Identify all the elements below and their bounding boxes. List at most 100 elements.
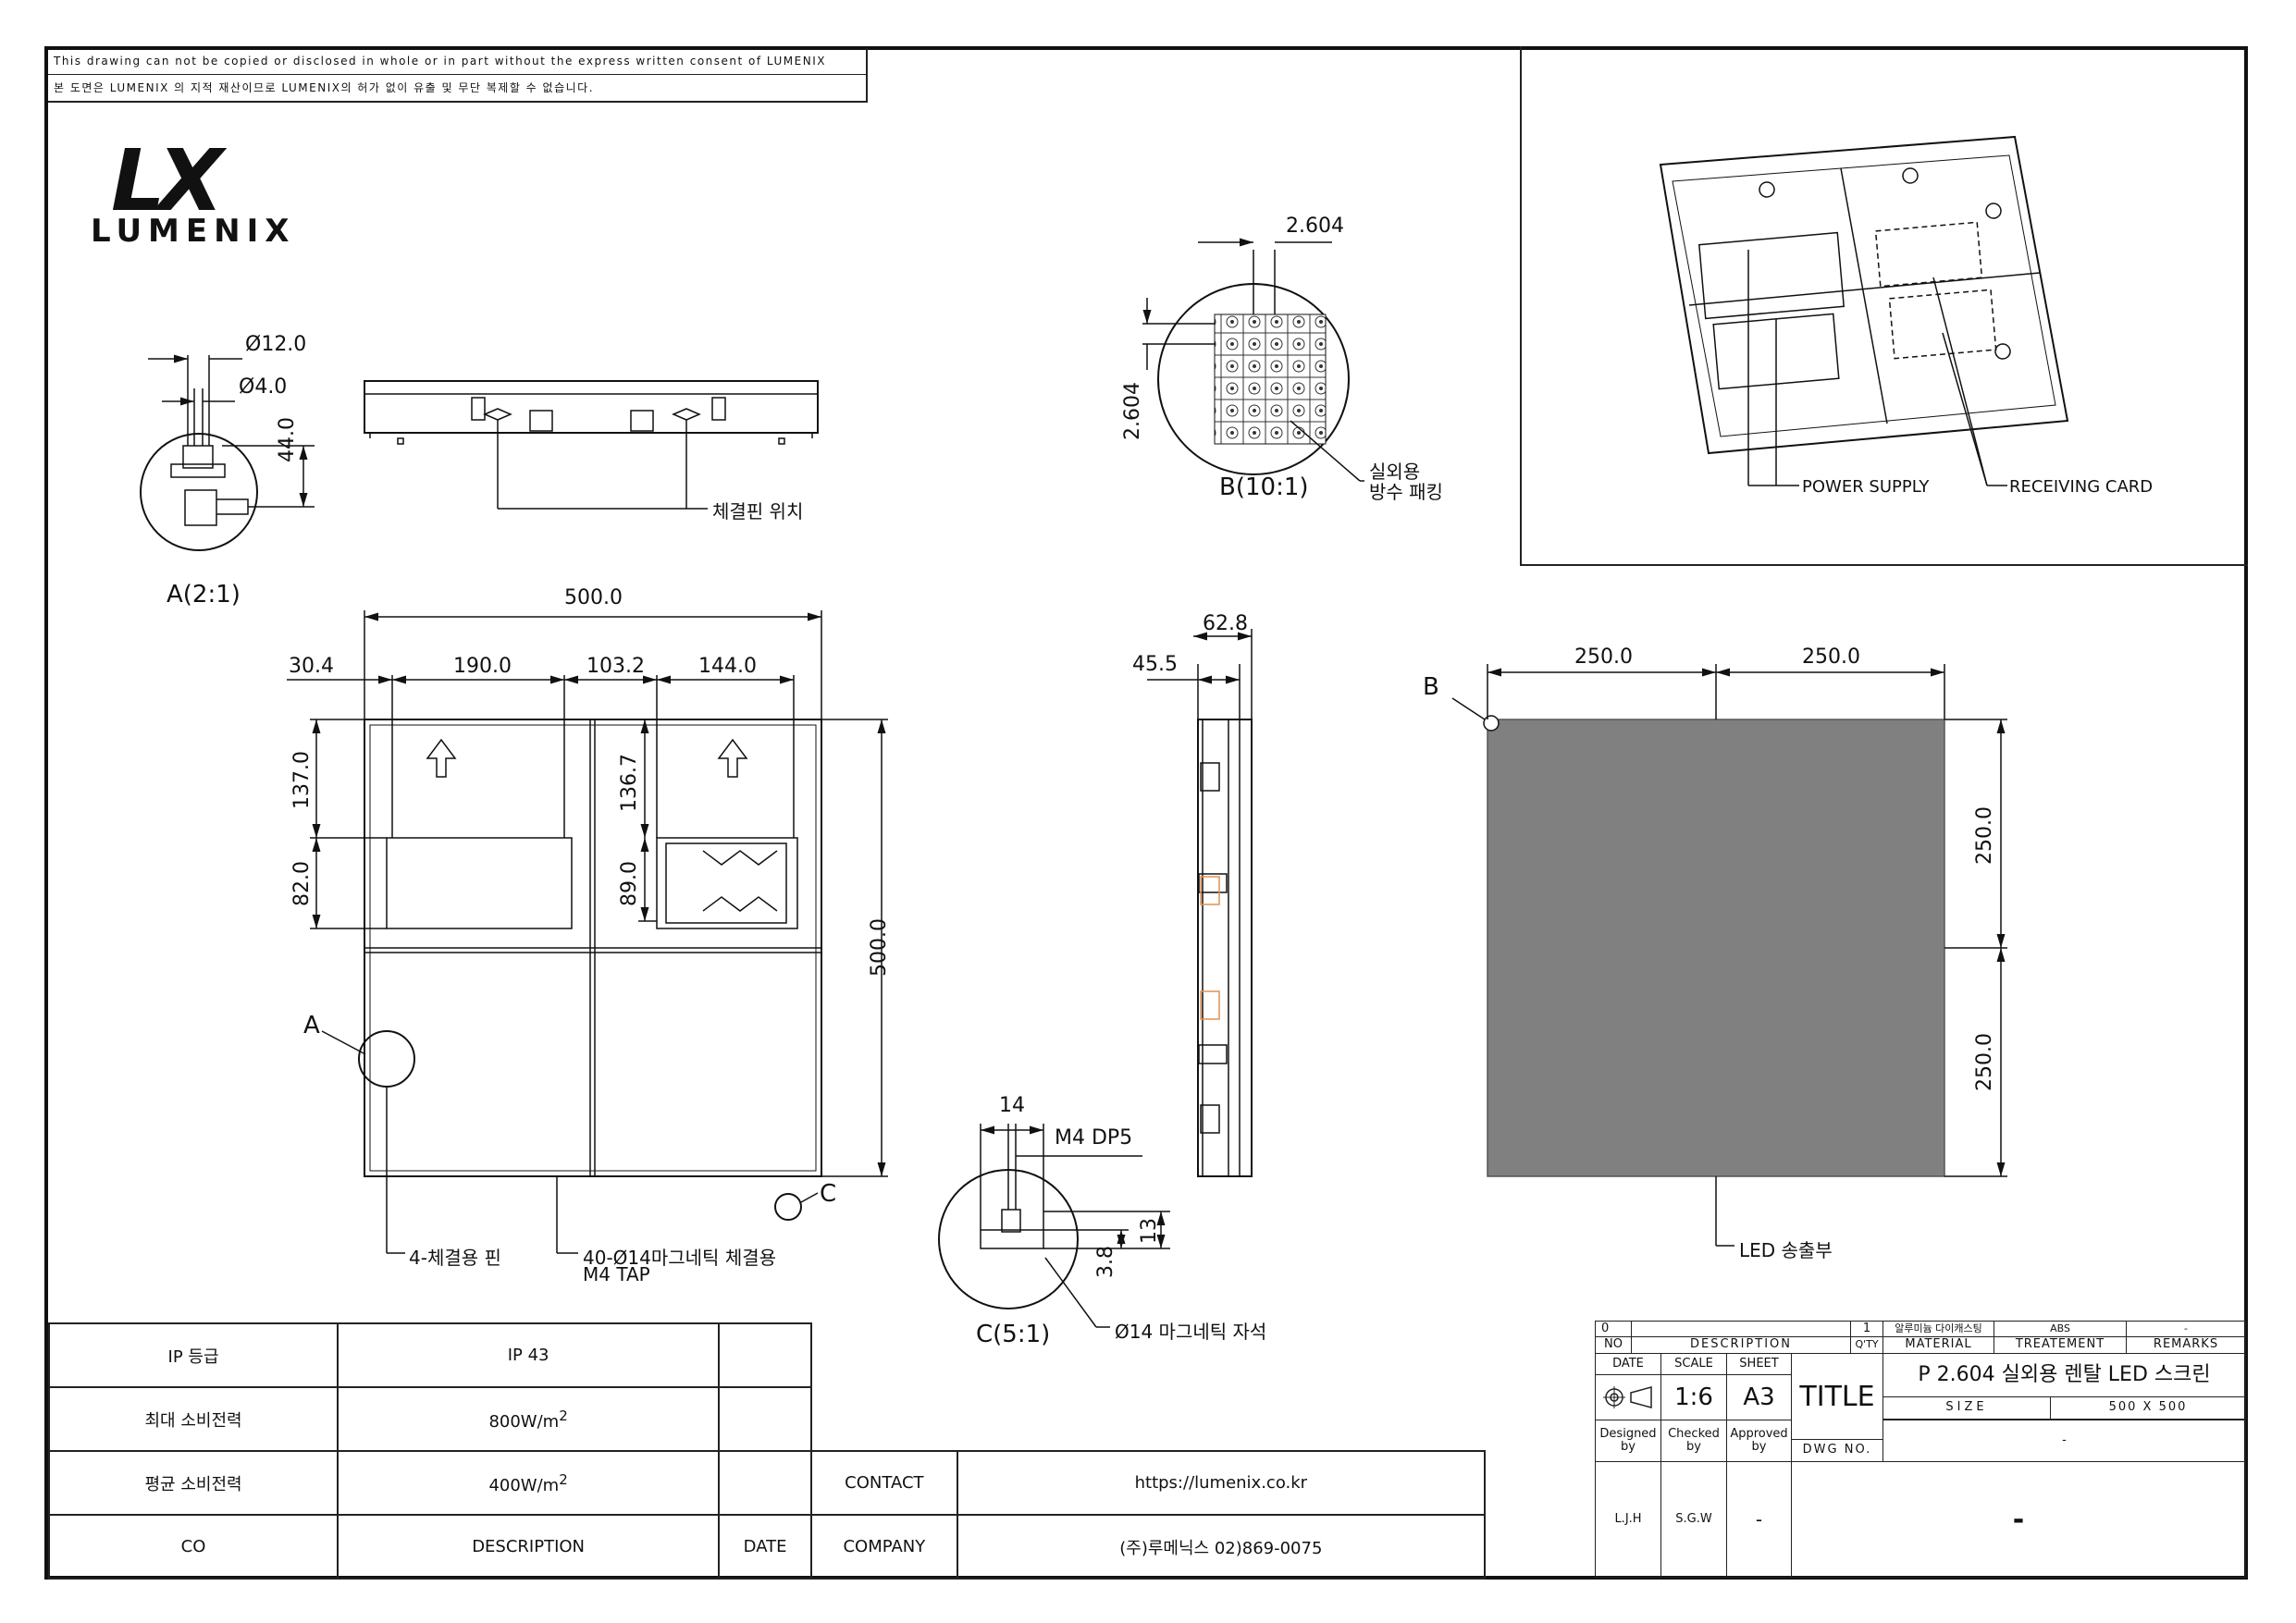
header-description: DESCRIPTION [1631,1336,1851,1354]
rev-treatment: ABS [1994,1321,2127,1337]
detail-b-caption: B(10:1) [1219,473,1309,501]
copyright-notice: This drawing can not be copied or disclo… [48,48,868,103]
detail-c-magnet-label: Ø14 마그네틱 자석 [1115,1321,1267,1343]
checked-label: Checked by [1660,1420,1727,1462]
rear-magnet-label-1: 40-Ø14마그네틱 체결용 [583,1247,777,1269]
scale-value: 1:6 [1660,1374,1727,1420]
spec-table: IP 등급 IP 43 최대 소비전력 800W/m2 평균 소비전력 400W… [47,1322,812,1580]
spec-value: 400W/m2 [337,1450,721,1516]
profile-view [1147,629,1253,1177]
dwg-no-value: - [1882,1420,2246,1462]
spec-label: 최대 소비전력 [47,1386,339,1452]
detail-c-h38: 3.8 [1094,1246,1117,1278]
detail-b-pitch-v: 2.604 [1121,382,1144,440]
title-label: TITLE [1791,1353,1883,1440]
title-block: 0 1 알루미늄 다이캐스팅 ABS - NO DESCRIPTION Q'TY… [1595,1321,2246,1578]
front-led-label: LED 송출부 [1739,1239,1833,1261]
marker-a: A [303,1012,320,1039]
spec-label: IP 등급 [47,1322,339,1388]
rev-material: 알루미늄 다이캐스팅 [1882,1321,1994,1337]
third-angle-projection-icon [1603,1386,1652,1408]
front-view [1451,664,2007,1247]
front-dim-w2: 250.0 [1802,646,1860,669]
iso-view-box [1520,46,2248,566]
footer-co: CO [47,1514,339,1580]
rear-dim-144: 144.0 [698,655,757,678]
front-dim-w1: 250.0 [1574,646,1633,669]
header-qty: Q'TY [1850,1336,1883,1354]
rev-remarks: - [2126,1321,2246,1337]
rev-no: 0 [1595,1321,1632,1337]
front-dim-h1: 250.0 [1973,806,1996,865]
detail-a [140,354,315,551]
detail-c-h13: 13 [1138,1218,1161,1244]
checker-initials: S.G.W [1660,1461,1727,1578]
iso-receiving-card-label: RECEIVING CARD [2009,477,2154,497]
rear-dim-103: 103.2 [586,655,645,678]
lumenix-logo-mark: LX [111,131,224,230]
marker-c: C [820,1180,837,1208]
rev-qty: 1 [1850,1321,1883,1337]
footer-date: DATE [718,1514,812,1580]
spec-value: 800W/m2 [337,1386,721,1452]
detail-b-pitch-h: 2.604 [1286,215,1344,238]
rear-dim-89: 89.0 [618,861,641,906]
header-treatment: TREATEMENT [1994,1336,2127,1354]
approver-initials: - [1726,1461,1792,1578]
detail-a-height: 44.0 [276,417,299,462]
contact-label: CONTACT [810,1450,958,1516]
dwg-no-label: DWG NO. [1791,1439,1883,1462]
detail-c-d14: 14 [999,1094,1025,1117]
size-value: 500 X 500 [2050,1396,2246,1420]
front-dim-h2: 250.0 [1973,1033,1996,1091]
date-label: DATE [1595,1353,1661,1375]
detail-a-d4: Ø4.0 [239,375,288,399]
designer-initials: L.J.H [1595,1461,1661,1578]
detail-c-caption: C(5:1) [976,1321,1051,1348]
iso-view [1659,135,2069,486]
projection-symbol [1595,1374,1661,1420]
detail-c [938,1124,1170,1328]
rear-dim-82: 82.0 [290,861,314,906]
rear-width-dim: 500.0 [564,586,623,609]
contact-url[interactable]: https://lumenix.co.kr [956,1450,1487,1516]
sheet-label: SHEET [1726,1353,1792,1375]
lumenix-logo-word: LUMENIX [91,213,296,250]
approved-label: Approved by [1726,1420,1792,1462]
side-view [364,380,819,510]
dwg-number-large: - [1791,1461,2246,1578]
scale-label: SCALE [1660,1353,1727,1375]
rear-pin-label: 4-체결용 핀 [409,1247,501,1269]
contact-table: CONTACT https://lumenix.co.kr COMPANY (주… [810,1450,1487,1580]
iso-power-supply-label: POWER SUPPLY [1802,477,1930,497]
detail-b-packing-1: 실외용 [1369,461,1421,483]
footer-description: DESCRIPTION [337,1514,721,1580]
detail-a-caption: A(2:1) [167,581,241,609]
notice-line-en: This drawing can not be copied or disclo… [54,55,826,68]
company-value: (주)루메닉스 02)869-0075 [956,1514,1487,1580]
detail-b [1142,238,1364,482]
profile-dim-45: 45.5 [1132,653,1178,676]
rear-magnet-label-2: M4 TAP [583,1263,650,1285]
spec-label: 평균 소비전력 [47,1450,339,1516]
designed-label: Designed by [1595,1420,1661,1462]
rear-view [287,610,888,1254]
rear-dim-136: 136.7 [618,754,641,812]
header-material: MATERIAL [1882,1336,1994,1354]
title-value: P 2.604 실외용 렌탈 LED 스크린 [1882,1353,2246,1397]
company-label: COMPANY [810,1514,958,1580]
rear-height-dim: 500.0 [868,918,891,977]
rear-dim-30: 30.4 [289,655,334,678]
sheet-value: A3 [1726,1374,1792,1420]
rear-dim-190: 190.0 [453,655,512,678]
notice-line-ko: 본 도면은 LUMENIX 의 지적 재산이므로 LUMENIX의 허가 없이 … [48,74,866,101]
detail-a-d12: Ø12.0 [245,333,307,356]
detail-c-m4: M4 DP5 [1055,1126,1133,1150]
led-panel [1487,719,1945,1177]
header-remarks: REMARKS [2126,1336,2246,1354]
header-no: NO [1595,1336,1632,1354]
profile-dim-62: 62.8 [1203,612,1248,635]
detail-b-packing-2: 방수 패킹 [1369,481,1443,503]
spec-value: IP 43 [337,1322,721,1388]
